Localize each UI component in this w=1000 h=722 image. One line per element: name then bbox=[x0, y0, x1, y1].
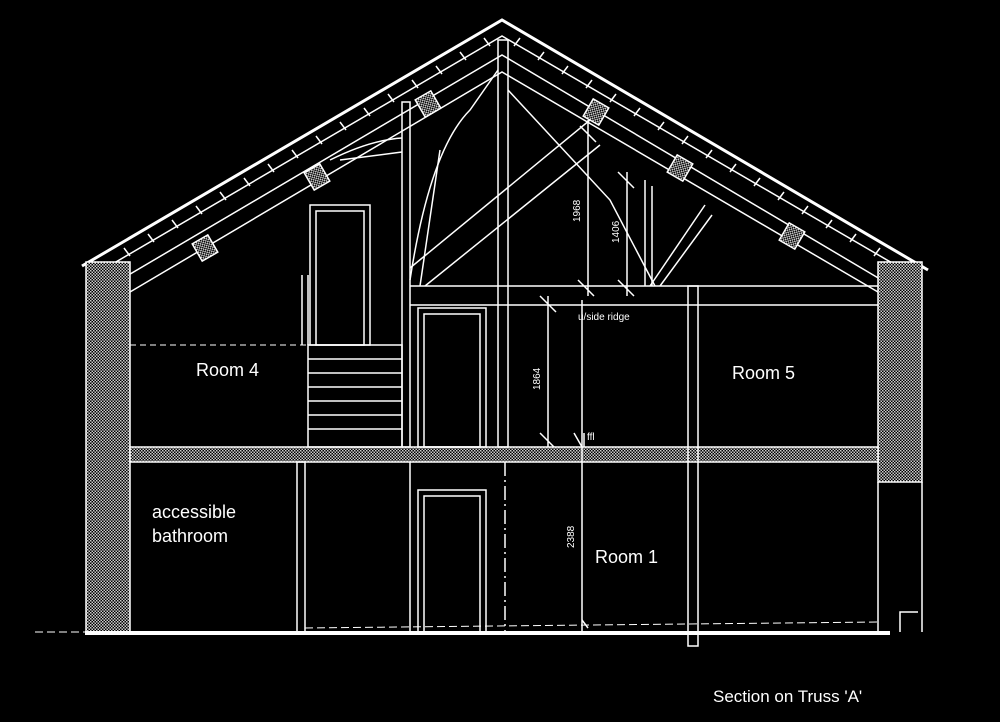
drawing-title: Section on Truss 'A' bbox=[713, 687, 862, 706]
floor-slab bbox=[129, 446, 879, 463]
right-wall bbox=[877, 261, 923, 483]
truss bbox=[329, 69, 713, 287]
doors bbox=[309, 204, 487, 633]
posts bbox=[296, 39, 699, 647]
dimension-lines bbox=[539, 120, 635, 629]
bathroom-label-2: bathroom bbox=[152, 526, 228, 546]
room-1-label: Room 1 bbox=[595, 547, 658, 567]
dashed-line bbox=[304, 621, 879, 629]
right-wall-lower bbox=[877, 482, 923, 632]
bathroom-label-1: accessible bbox=[152, 502, 236, 522]
stairs bbox=[301, 275, 403, 448]
room-5-label: Room 5 bbox=[732, 363, 795, 383]
dimension-1968: 1968 bbox=[572, 199, 583, 222]
ceiling-beam bbox=[410, 285, 878, 306]
roof-tiles bbox=[99, 37, 905, 271]
purlins bbox=[191, 89, 806, 263]
dimension-1406: 1406 bbox=[611, 220, 622, 243]
ffl-note: ffl bbox=[587, 432, 595, 443]
left-wall bbox=[85, 261, 131, 633]
roof bbox=[81, 18, 929, 293]
ridge-note: u/side ridge bbox=[578, 312, 630, 323]
dimension-1864: 1864 bbox=[532, 367, 543, 390]
dimension-2388: 2388 bbox=[566, 525, 577, 548]
room-4-label: Room 4 bbox=[196, 360, 259, 380]
